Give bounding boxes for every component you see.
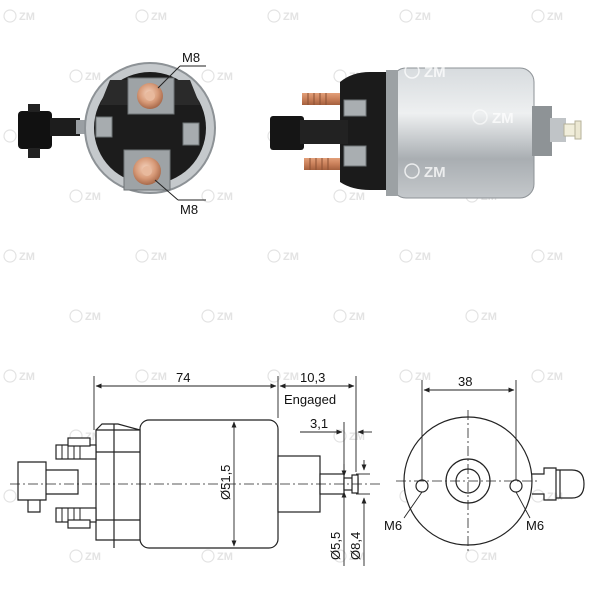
- watermark-logo-icon: [267, 9, 281, 23]
- watermark-logo-icon: [267, 249, 281, 263]
- watermark-text: ZM: [415, 371, 431, 383]
- watermark-logo-icon: [3, 489, 17, 503]
- watermark-text: ZM: [481, 551, 497, 563]
- watermark-logo-icon: [135, 369, 149, 383]
- watermark-text: ZM: [349, 191, 365, 203]
- watermark-logo-icon: [333, 549, 347, 563]
- watermark-text: ZM: [19, 251, 35, 263]
- watermark-text: ZM: [85, 311, 101, 323]
- watermark-logo-icon: [465, 549, 479, 563]
- dim-tip-length: 3,1: [310, 416, 328, 431]
- watermark-text: ZM: [349, 431, 365, 443]
- watermark-logo-icon: [3, 9, 17, 23]
- engaged-label: Engaged: [284, 392, 336, 407]
- dim-body-length: 74: [176, 370, 190, 385]
- dim-plunger-diameter: Ø8,4: [348, 532, 363, 560]
- watermark-text: ZM: [481, 311, 497, 323]
- dim-mount-spacing: 38: [458, 374, 472, 389]
- svg-text:ZM: ZM: [424, 164, 446, 181]
- watermark-text: ZM: [85, 191, 101, 203]
- watermark-text: ZM: [151, 251, 167, 263]
- watermark-text: ZM: [217, 311, 233, 323]
- watermark-logo-icon: [3, 249, 17, 263]
- watermark-logo-icon: [333, 309, 347, 323]
- watermark-text: ZM: [349, 311, 365, 323]
- callout-bottom-m8: M8: [180, 202, 198, 217]
- dim-tip-diameter: Ø5,5: [328, 532, 343, 560]
- side-dimensions: [93, 376, 372, 566]
- watermark-logo-icon: [69, 69, 83, 83]
- watermark-text: ZM: [547, 251, 563, 263]
- copper-stud-bottom: [304, 158, 348, 170]
- watermark-logo-icon: [531, 249, 545, 263]
- watermark-text: ZM: [85, 551, 101, 563]
- callout-top-m8: M8: [182, 50, 200, 65]
- watermark-text: ZM: [85, 71, 101, 83]
- watermark-logo-icon: [3, 369, 17, 383]
- end-dimensions: [403, 380, 531, 519]
- watermark-logo-icon: [201, 189, 215, 203]
- watermark-logo-icon: [135, 9, 149, 23]
- watermark-logo-icon: [531, 9, 545, 23]
- watermark-logo-icon: [69, 309, 83, 323]
- watermark-text: ZM: [19, 371, 35, 383]
- watermark-logo-icon: [201, 69, 215, 83]
- watermark-text: ZM: [19, 11, 35, 23]
- svg-text:ZM: ZM: [492, 110, 514, 127]
- watermark-text: ZM: [547, 11, 563, 23]
- photo-side-view: [270, 67, 582, 199]
- watermark-text: ZM: [151, 371, 167, 383]
- watermark-logo-icon: [531, 369, 545, 383]
- watermark-logo-icon: [399, 249, 413, 263]
- watermark-text: ZM: [283, 371, 299, 383]
- watermark-logo-icon: [135, 249, 149, 263]
- drawing-side-view: [10, 419, 380, 549]
- watermark-text: ZM: [415, 251, 431, 263]
- dim-body-diameter: Ø51,5: [218, 465, 233, 500]
- watermark-text: ZM: [349, 551, 365, 563]
- watermark-logo-icon: [201, 549, 215, 563]
- watermark-text: ZM: [415, 11, 431, 23]
- watermark-text: ZM: [283, 11, 299, 23]
- dim-plunger-travel: 10,3: [300, 370, 325, 385]
- plunger-housing: [532, 106, 552, 156]
- svg-text:ZM: ZM: [424, 64, 446, 81]
- watermark-text: ZM: [217, 191, 233, 203]
- watermark-logo-icon: [267, 369, 281, 383]
- connector-plug: [18, 111, 52, 149]
- watermark-logo-icon: [399, 369, 413, 383]
- watermark-logo-icon: [69, 549, 83, 563]
- watermark-text: ZM: [547, 371, 563, 383]
- drawing-end-view: [396, 410, 585, 552]
- watermark-logo-icon: [3, 129, 17, 143]
- watermark-text: ZM: [217, 551, 233, 563]
- side-connector: [270, 116, 304, 150]
- watermark-text: ZM: [151, 11, 167, 23]
- watermark-logo-icon: [201, 309, 215, 323]
- watermark-logo-icon: [531, 489, 545, 503]
- photo-end-view: M8 M8: [18, 50, 216, 217]
- watermark-logo-icon: [333, 189, 347, 203]
- watermark-text: ZM: [283, 251, 299, 263]
- watermark-logo-icon: [399, 9, 413, 23]
- hole-label-left: M6: [384, 518, 402, 533]
- watermark-logo-icon: [465, 309, 479, 323]
- zm-watermark-photo: ZM ZM ZM: [404, 63, 514, 181]
- watermark-text: ZM: [217, 71, 233, 83]
- watermark-logo-icon: [69, 189, 83, 203]
- hole-label-right: M6: [526, 518, 544, 533]
